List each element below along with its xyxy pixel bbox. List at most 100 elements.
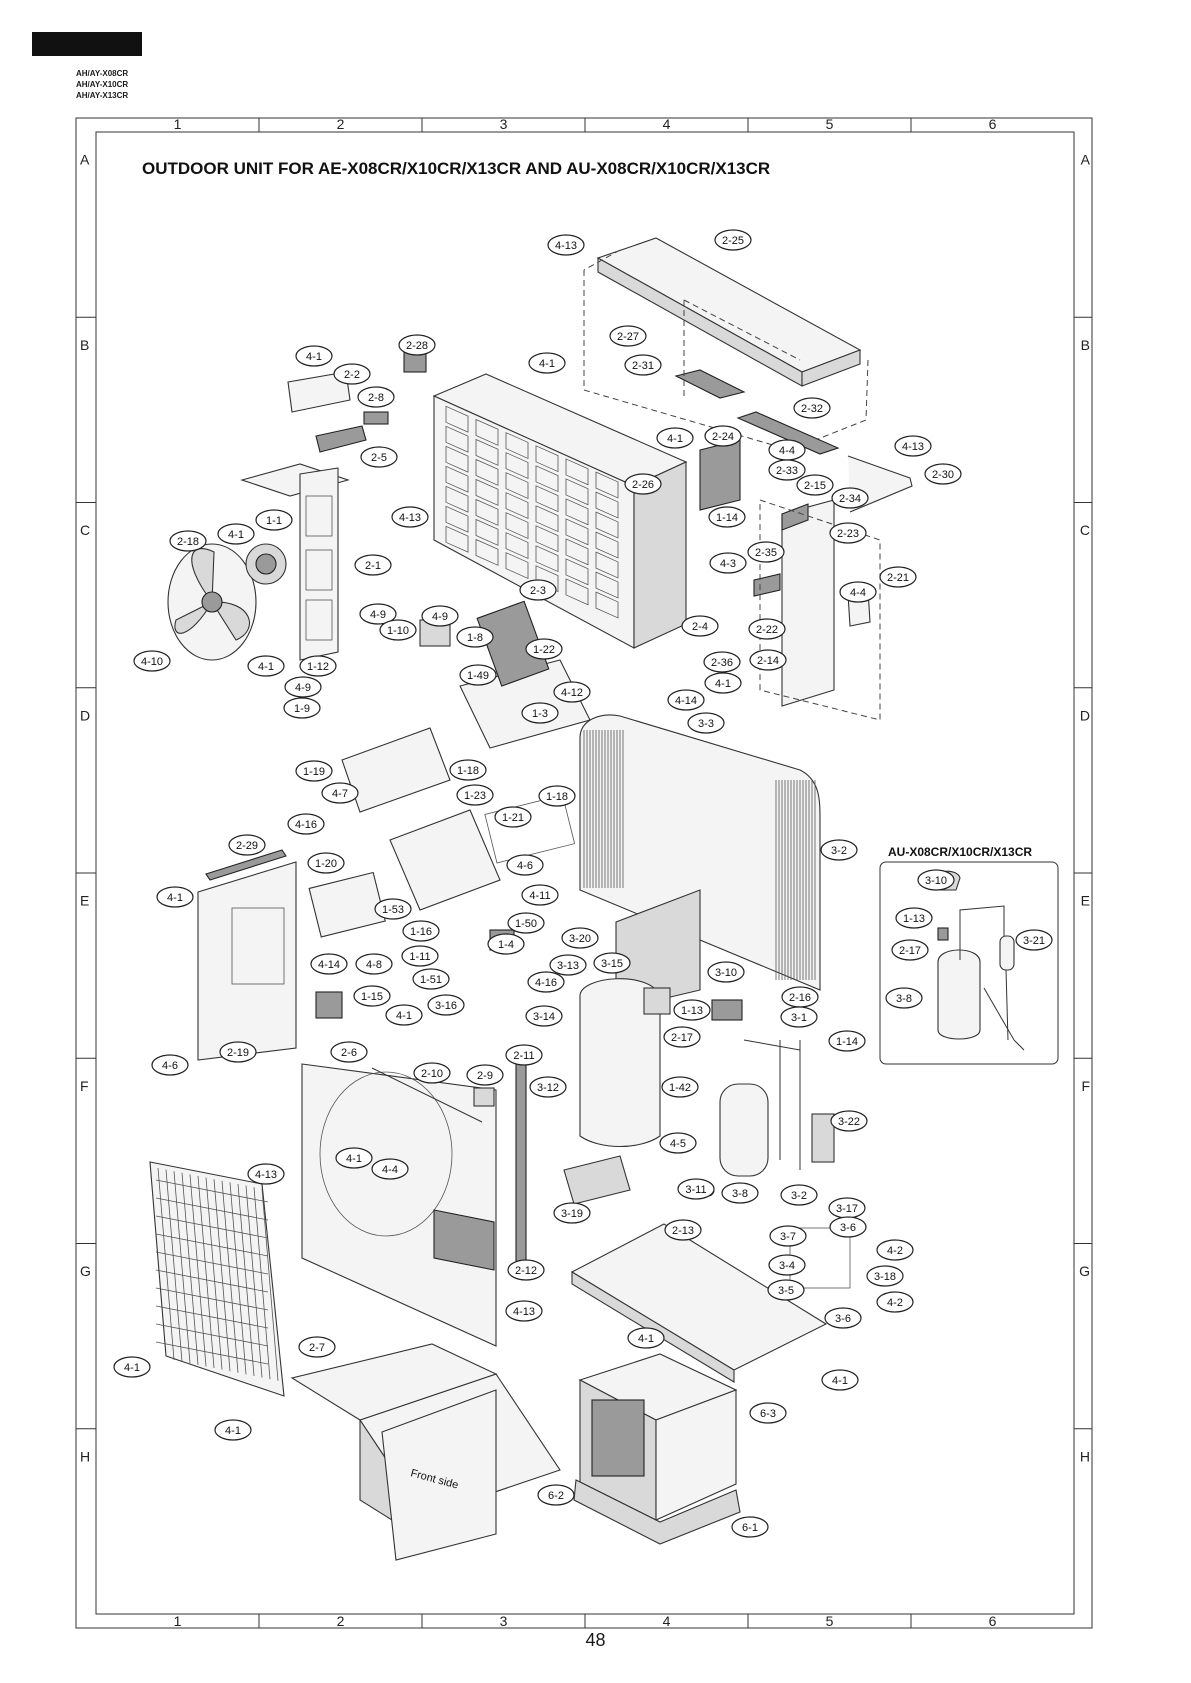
part-callout: 1-15 [353, 985, 391, 1007]
grid-column-label: 5 [826, 1613, 834, 1629]
part-callout: 2-6 [330, 1041, 368, 1063]
part-callout: 4-13 [247, 1163, 285, 1185]
callout-bubble [505, 1044, 543, 1066]
callout-bubble [708, 506, 746, 528]
part-callout: 1-10 [379, 619, 417, 641]
callout-bubble [354, 554, 392, 576]
callout-label: 2-25 [722, 235, 744, 247]
callout-label: 1-23 [464, 790, 486, 802]
callout-bubble [917, 869, 955, 891]
part-callout: 1-20 [307, 852, 345, 874]
callout-bubble [721, 1182, 759, 1204]
part-callout: 3-22 [830, 1110, 868, 1132]
part-callout: 1-3 [521, 702, 559, 724]
callout-label: 2-6 [341, 1047, 357, 1059]
callout-bubble [217, 523, 255, 545]
part-callout: 1-53 [374, 898, 412, 920]
callout-label: 2-12 [515, 1265, 537, 1277]
callout-label: 6-1 [742, 1522, 758, 1534]
callout-bubble [151, 1054, 189, 1076]
side-panel-right [699, 439, 881, 721]
callout-label: 2-34 [839, 493, 861, 505]
callout-bubble [528, 352, 566, 374]
part-callout: 3-4 [768, 1254, 806, 1276]
callout-label: 4-3 [720, 558, 736, 570]
callout-label: 3-19 [561, 1208, 583, 1220]
callout-bubble [704, 672, 742, 694]
callout-label: 1-20 [315, 858, 337, 870]
callout-label: 4-16 [295, 819, 317, 831]
callout-label: 2-24 [712, 431, 734, 443]
callout-bubble [307, 852, 345, 874]
part-callout: 4-13 [391, 506, 429, 528]
callout-bubble [287, 813, 325, 835]
callout-label: 1-19 [303, 766, 325, 778]
callout-bubble [284, 676, 322, 698]
callout-bubble [661, 1076, 699, 1098]
callout-bubble [525, 638, 563, 660]
part-callout: 4-2 [876, 1239, 914, 1261]
callout-label: 4-4 [779, 445, 795, 457]
callout-label: 2-4 [692, 621, 708, 633]
grid-row-label: D [80, 707, 90, 723]
callout-bubble [355, 953, 393, 975]
callout-bubble [357, 386, 395, 408]
part-callout: 2-15 [796, 474, 834, 496]
part-callout: 3-13 [549, 954, 587, 976]
grid-column-label: 3 [500, 1613, 508, 1629]
part-callout: 2-14 [749, 649, 787, 671]
grid-row-label: D [1080, 707, 1090, 723]
control-box [308, 600, 591, 1019]
callout-label: 3-21 [1023, 935, 1045, 947]
callout-bubble [659, 1132, 697, 1154]
callout-label: 1-49 [467, 670, 489, 682]
callout-label: 2-17 [671, 1032, 693, 1044]
callout-label: 1-8 [467, 632, 483, 644]
callout-label: 6-3 [760, 1408, 776, 1420]
grid-ticks [76, 118, 1092, 1628]
callout-bubble [663, 1026, 701, 1048]
callout-label: 1-21 [502, 812, 524, 824]
part-callout: 2-32 [793, 397, 831, 419]
part-callout: 3-16 [427, 994, 465, 1016]
callout-bubble [487, 933, 525, 955]
callout-bubble [627, 1327, 665, 1349]
grid-column-label: 6 [989, 116, 997, 132]
callout-bubble [255, 509, 293, 531]
callout-label: 2-36 [711, 657, 733, 669]
callout-label: 2-23 [837, 528, 859, 540]
part-callout: 2-25 [714, 229, 752, 251]
grid-row-label: E [1081, 893, 1090, 909]
part-callout: 1-21 [494, 806, 532, 828]
header-black-bar [32, 32, 142, 56]
callout-bubble [398, 334, 436, 356]
grid-column-label: 1 [174, 116, 182, 132]
callout-bubble [829, 1216, 867, 1238]
callout-label: 1-18 [457, 765, 479, 777]
part-callout: 1-19 [295, 760, 333, 782]
callout-label: 1-51 [420, 974, 442, 986]
callout-bubble [894, 435, 932, 457]
part-callout: 2-9 [466, 1064, 504, 1086]
callout-bubble [391, 506, 429, 528]
callout-label: 4-6 [517, 860, 533, 872]
callout-bubble [714, 229, 752, 251]
callout-label: 2-10 [421, 1068, 443, 1080]
callout-label: 2-13 [672, 1225, 694, 1237]
callout-label: 2-3 [530, 585, 546, 597]
callout-label: 4-1 [638, 1333, 654, 1345]
callout-bubble [768, 1254, 806, 1276]
callout-bubble [412, 968, 450, 990]
callout-label: 3-6 [835, 1313, 851, 1325]
side-panel-back [197, 849, 297, 1061]
callout-bubble [359, 603, 397, 625]
part-callout: 1-8 [456, 626, 494, 648]
callout-label: 3-6 [840, 1222, 856, 1234]
callout-bubble [459, 664, 497, 686]
part-callout: 2-31 [624, 354, 662, 376]
callout-label: 1-9 [294, 703, 310, 715]
part-callout: 2-2 [333, 363, 371, 385]
part-callout: 4-14 [310, 953, 348, 975]
